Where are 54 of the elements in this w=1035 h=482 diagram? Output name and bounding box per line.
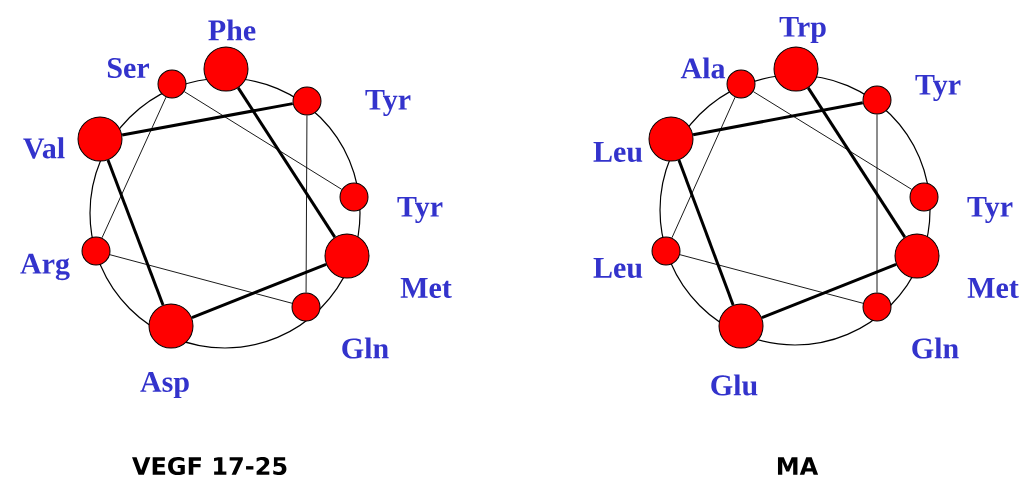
residue-circle [157,69,187,99]
residue-circle [148,303,194,349]
connecting-line [806,87,907,238]
connecting-line [761,262,897,320]
residue-circle [292,86,322,116]
connecting-line [109,254,293,304]
residue-label: Leu [593,258,643,278]
residue-circle [648,116,694,162]
residue-label: Tyr [967,196,1013,224]
connecting-line [692,101,864,137]
connecting-line [671,96,736,239]
residue-label: Asp [140,371,189,399]
panel-title: VEGF 17-25 [132,456,287,476]
residue-circle [894,233,940,279]
residue-label: Tyr [915,74,961,102]
residue-label: Gln [912,337,959,359]
connecting-line [101,96,167,239]
residue-circle [773,46,819,92]
panel-title: MA [778,457,819,475]
residue-label: Leu [593,142,643,162]
residue-circle [81,236,111,266]
connecting-line [677,159,735,306]
residue-label: Glu [711,374,758,396]
residue-circle [324,233,370,279]
residue-circle [77,116,123,162]
residue-circle [339,182,369,212]
residue-circle [291,292,321,322]
connecting-line [236,87,337,238]
residue-label: Phe [208,19,256,41]
residue-label: Tyr [365,89,411,117]
residue-label: Trp [779,16,826,43]
residue-label: Tyr [397,196,443,224]
residue-label: Ala [680,57,726,79]
connecting-line [752,91,913,190]
connecting-line [305,115,308,293]
residue-circle [862,85,892,115]
connecting-line [106,159,165,306]
connecting-line [121,102,293,137]
residue-circle [862,292,892,322]
residue-circle [203,46,249,92]
residue-circle [718,303,764,349]
residue-circle [909,182,939,212]
connecting-line [183,91,343,190]
residue-label: Met [967,278,1019,298]
residue-label: Ser [107,57,149,79]
connecting-line [679,254,864,304]
residue-label: Arg [20,253,70,281]
residue-label: Met [400,278,452,298]
connecting-line [191,262,327,320]
residue-circle [726,69,756,99]
residue-label: Gln [342,337,389,359]
connecting-line [876,114,878,293]
residue-circle [651,236,681,266]
residue-label: Val [23,137,65,159]
